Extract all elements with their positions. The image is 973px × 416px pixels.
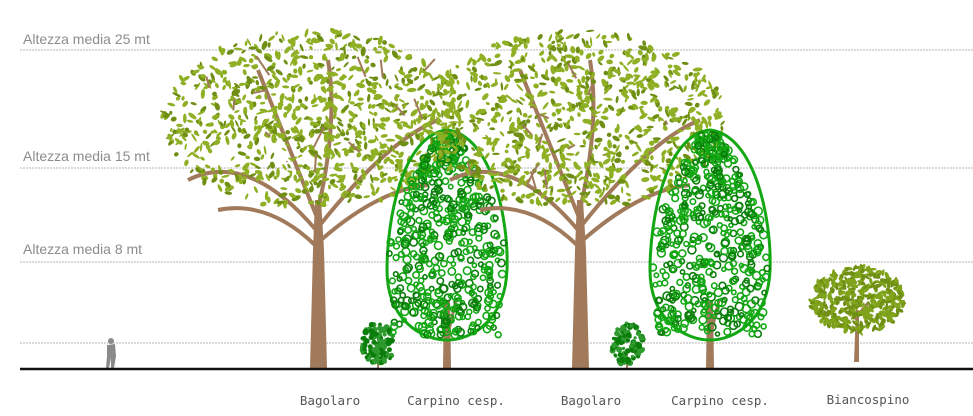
small-shrub-2	[610, 322, 646, 369]
height-label-8: Altezza media 8 mt	[23, 241, 142, 257]
tree-label-carpino-1: Carpino cesp.	[396, 393, 516, 408]
biancospino-tree	[807, 263, 906, 362]
carpino-tree-1	[387, 130, 507, 368]
tree-label-carpino-2: Carpino cesp.	[660, 393, 780, 408]
height-label-15: Altezza media 15 mt	[23, 148, 150, 164]
height-label-25: Altezza media 25 mt	[23, 31, 150, 47]
small-shrub-1	[360, 322, 395, 368]
tree-label-biancospino: Biancospino	[808, 392, 928, 407]
tree-label-bagolaro-2: Bagolaro	[531, 393, 651, 408]
tree-label-bagolaro-1: Bagolaro	[270, 393, 390, 408]
